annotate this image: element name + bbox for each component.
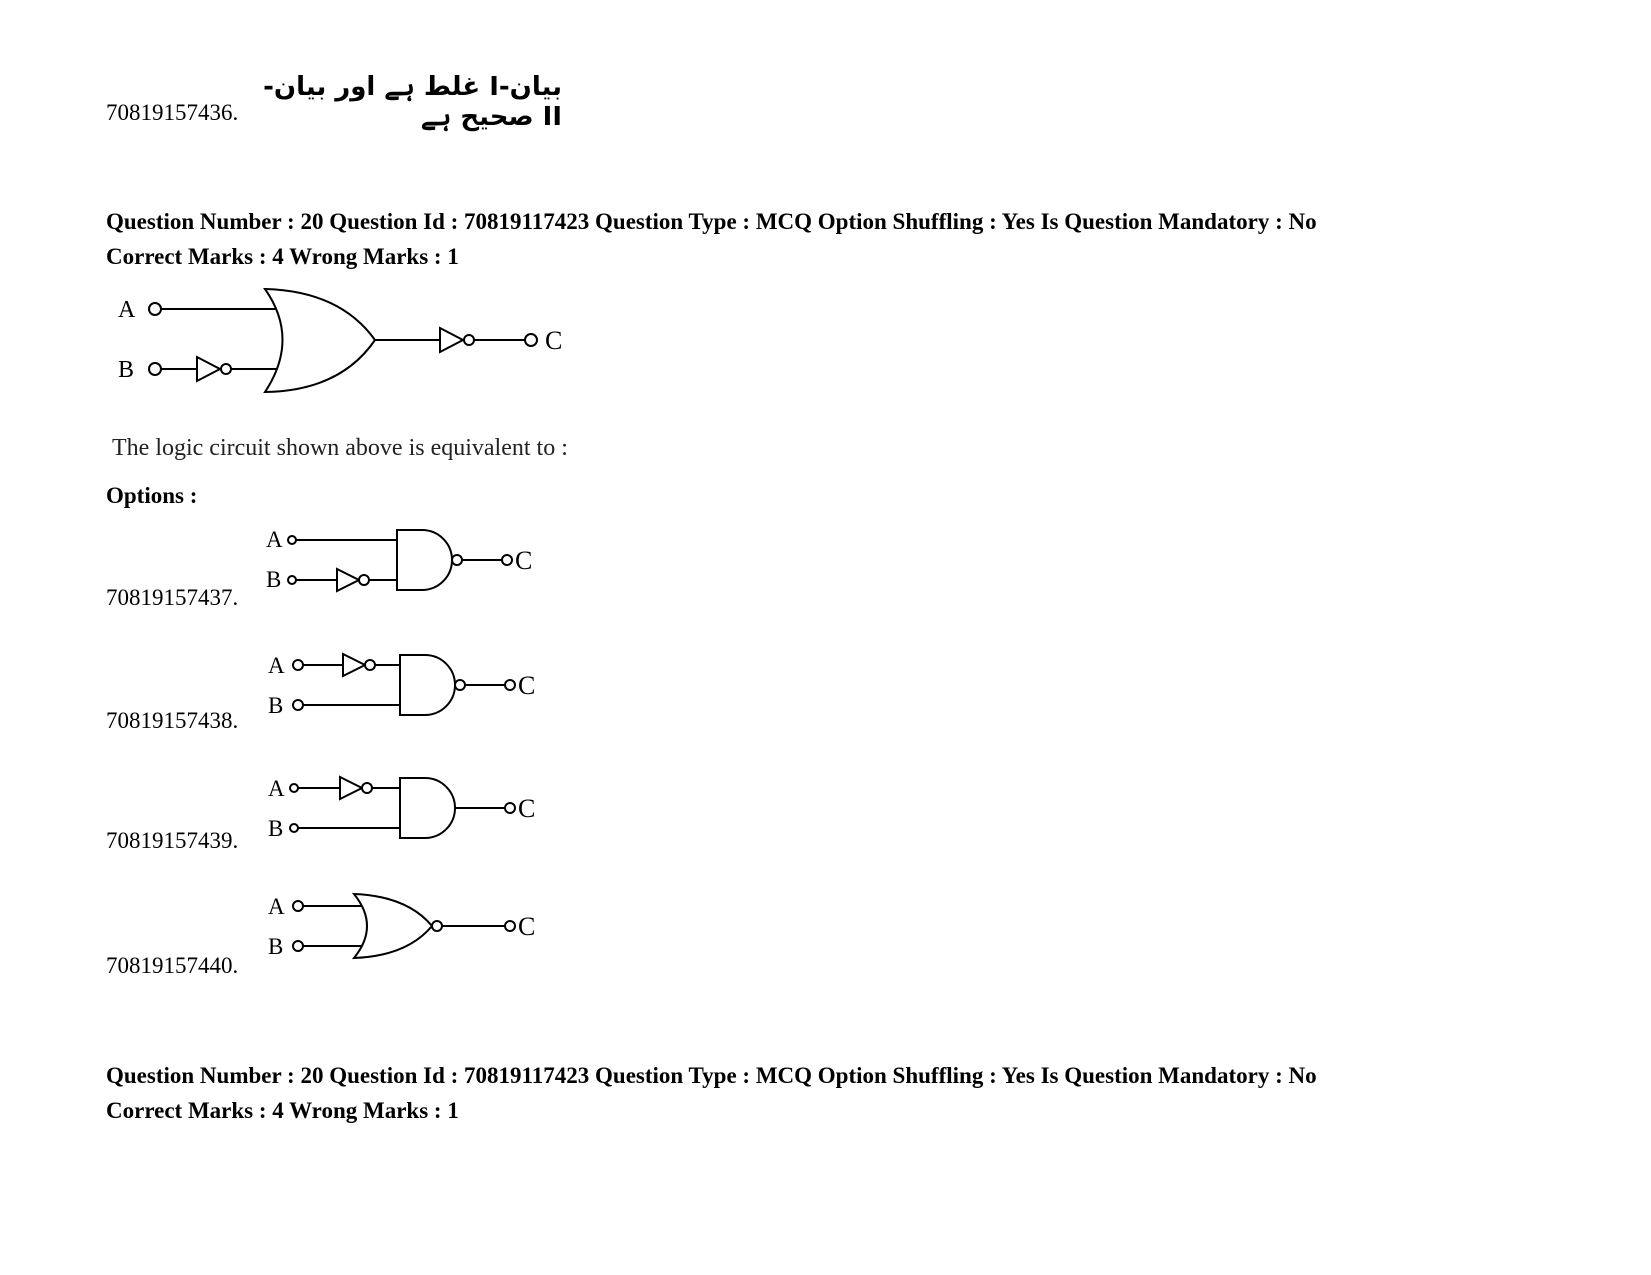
option-number: 70819157438. xyxy=(106,708,239,733)
option-number: 70819157436. xyxy=(106,100,239,125)
option-circuit-diagram: A B C xyxy=(268,775,535,841)
input-b-label: B xyxy=(118,357,134,383)
option-circuit-diagram: A B C xyxy=(266,527,532,593)
question-stem: The logic circuit shown above is equival… xyxy=(112,435,568,461)
next-question-meta-line1: Question Number : 20 Question Id : 70819… xyxy=(106,1063,1317,1088)
input-a-label: A xyxy=(268,894,285,919)
output-c-label: C xyxy=(518,794,535,823)
output-c-label: C xyxy=(518,671,535,700)
options-label: Options : xyxy=(106,483,198,508)
question-meta-line1: Question Number : 20 Question Id : 70819… xyxy=(106,209,1317,234)
input-b-label: B xyxy=(266,567,281,592)
question-meta-line2: Correct Marks : 4 Wrong Marks : 1 xyxy=(106,244,459,269)
option-number: 70819157437. xyxy=(106,585,239,610)
input-a-label: A xyxy=(118,297,136,323)
urdu-option-text: بیان-I غلط ہے اور بیان-II صحیح ہے xyxy=(263,72,562,132)
option-number: 70819157440. xyxy=(106,953,239,978)
input-a-label: A xyxy=(266,527,283,552)
question-circuit-diagram: A B C xyxy=(118,287,562,394)
output-c-label: C xyxy=(545,326,562,355)
input-b-label: B xyxy=(268,934,283,959)
option-circuit-diagram: A B C xyxy=(268,892,535,960)
option-circuit-diagram: A B C xyxy=(268,652,535,718)
option-number: 70819157439. xyxy=(106,828,239,853)
input-a-label: A xyxy=(268,653,285,678)
input-b-label: B xyxy=(268,693,283,718)
input-a-label: A xyxy=(268,776,285,801)
output-c-label: C xyxy=(515,546,532,575)
input-b-label: B xyxy=(268,816,283,841)
output-c-label: C xyxy=(518,912,535,941)
next-question-meta-line2: Correct Marks : 4 Wrong Marks : 1 xyxy=(106,1098,459,1123)
